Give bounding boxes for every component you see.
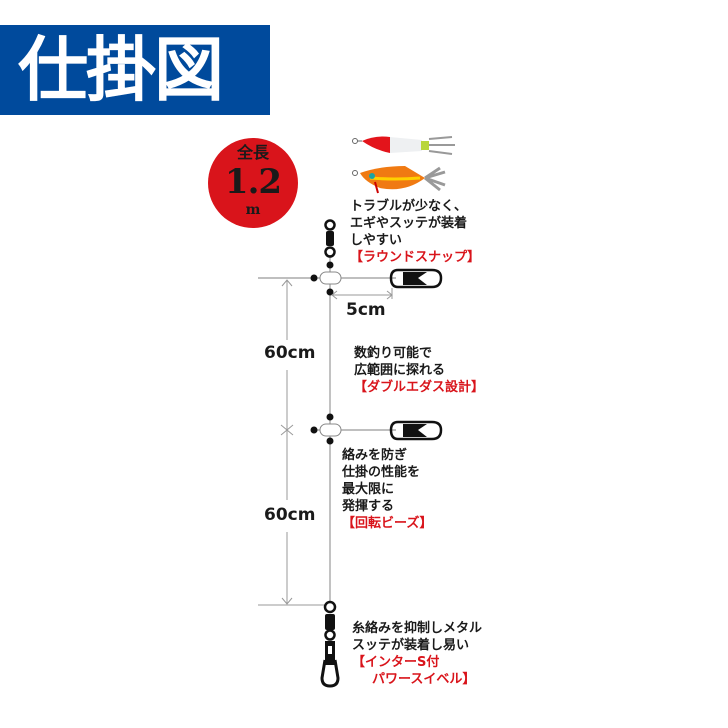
note-power-swivel: 糸絡みを抑制しメタル スッテが装着し易い 【インターS付 パワースイベル】 <box>352 620 482 688</box>
branch-1 <box>258 261 443 296</box>
note-line: 発揮する <box>342 499 395 514</box>
total-length-badge: 全長 1.2 m <box>208 138 298 228</box>
segment-1-length-label: 60cm <box>264 343 316 363</box>
title-banner: 仕掛図 <box>0 25 270 115</box>
note-line: 仕掛の性能を <box>342 465 421 480</box>
segment-2-length-label: 60cm <box>264 505 316 525</box>
product-name: パワースイベル】 <box>372 672 476 687</box>
orange-squid-jig-icon <box>352 166 446 194</box>
top-swivel-icon <box>324 219 336 258</box>
branch-length-label: 5cm <box>346 300 386 320</box>
note-line: しやすい <box>350 233 402 248</box>
total-length-label: 全長 <box>236 143 269 162</box>
product-name: 【ダブルエダス設計】 <box>354 380 485 395</box>
product-name: 【ラウンドスナップ】 <box>350 250 481 265</box>
product-name: 【回転ビーズ】 <box>342 516 433 531</box>
note-double-branch: 数釣り可能で 広範囲に探れる 【ダブルエダス設計】 <box>354 345 484 396</box>
note-line: 最大限に <box>342 482 395 497</box>
note-line: スッテが装着し易い <box>352 638 470 653</box>
note-line: 数釣り可能で <box>354 346 433 361</box>
note-line: 糸絡みを抑制しメタル <box>352 621 483 636</box>
note-line: トラブルが少なく、 <box>350 199 468 214</box>
total-length-unit: m <box>245 202 261 218</box>
note-line: 絡みを防ぎ <box>342 448 408 463</box>
note-round-snap: トラブルが少なく、 エギやスッテが装着 しやすい 【ラウンドスナップ】 <box>350 198 480 266</box>
round-snap-icon <box>389 420 443 441</box>
branch-2 <box>310 413 443 445</box>
round-snap-icon <box>389 268 443 289</box>
product-name: 【インターS付 <box>352 655 440 670</box>
segment-dimension <box>258 279 326 606</box>
branch-length-dimension <box>331 288 393 300</box>
power-swivel-icon <box>320 600 340 688</box>
note-line: 広範囲に探れる <box>354 363 446 378</box>
note-line: エギやスッテが装着 <box>350 216 468 231</box>
red-white-lure-icon <box>352 136 455 155</box>
total-length-value: 1.2 <box>224 162 282 202</box>
note-rotating-bead: 絡みを防ぎ 仕掛の性能を 最大限に 発揮する 【回転ビーズ】 <box>342 447 432 532</box>
page-title: 仕掛図 <box>18 29 224 111</box>
